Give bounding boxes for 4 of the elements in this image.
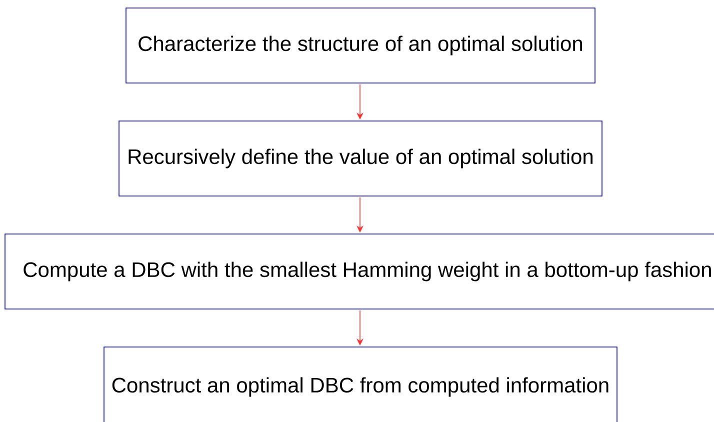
process-box: Characterize the structure of an optimal solution: [126, 8, 596, 84]
process-box: Construct an optimal DBC from computed information: [104, 346, 618, 422]
process-box: Recursively define the value of an optimal solution: [118, 120, 602, 196]
process-box: Compute a DBC with the smallest Hamming weight in a bottom-up fashion: [4, 234, 714, 310]
